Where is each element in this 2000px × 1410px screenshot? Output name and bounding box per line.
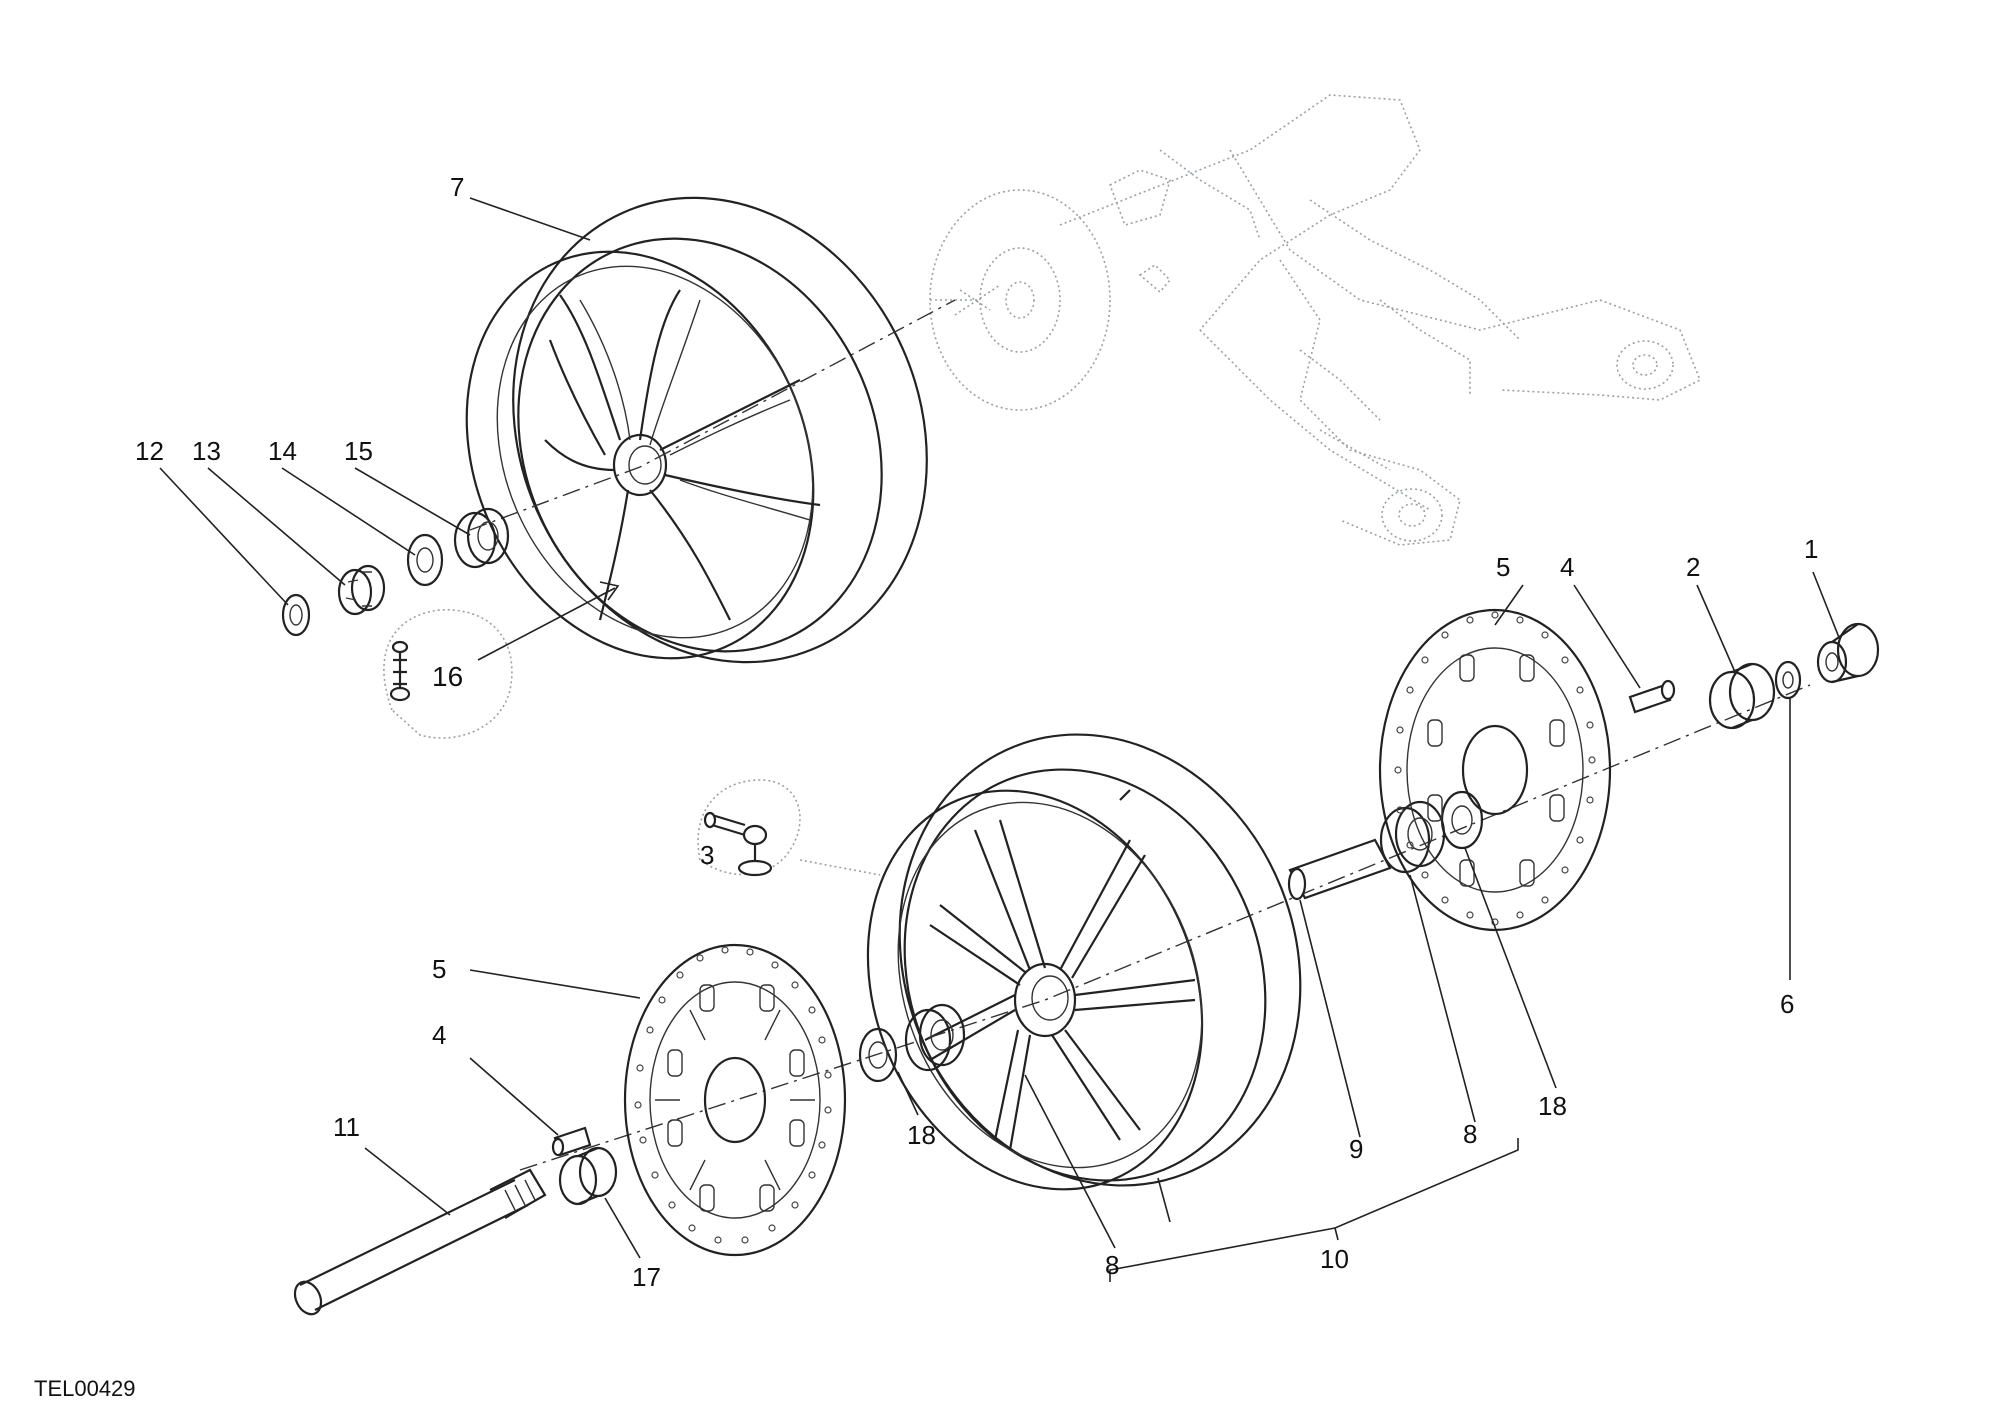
spacer-2 (1708, 662, 1776, 730)
leader-lines (159, 197, 1841, 1282)
callout-14: 14 (268, 436, 297, 466)
callout-16: 16 (432, 661, 463, 692)
spacer-17 (558, 1146, 618, 1206)
circlip-12 (281, 593, 311, 637)
drawing-code: TEL00429 (34, 1376, 136, 1401)
callout-1: 1 (1804, 534, 1818, 564)
washer-14 (406, 533, 444, 587)
bolt-4-upper (1628, 679, 1676, 714)
callout-5-bottom: 5 (432, 954, 446, 984)
callout-4-top: 4 (1560, 552, 1574, 582)
callout-18-right: 18 (1538, 1091, 1567, 1121)
callout-6: 6 (1780, 989, 1794, 1019)
callout-2: 2 (1686, 552, 1700, 582)
ghost-swingarm-assembly (929, 94, 1702, 546)
lower-wheel-rim (866, 733, 1302, 1191)
callout-labels: 7 12 13 14 15 16 5 4 2 1 6 3 5 4 11 17 1… (135, 172, 1818, 1292)
callout-8-bottom: 8 (1105, 1250, 1119, 1280)
spacer-9 (1287, 838, 1392, 901)
callout-13: 13 (192, 436, 221, 466)
washer-6 (1774, 660, 1802, 700)
callout-7: 7 (450, 172, 464, 202)
upper-axle-line (469, 299, 956, 531)
callout-17: 17 (632, 1262, 661, 1292)
brake-disc-5-lower (623, 943, 847, 1257)
callout-5-top: 5 (1496, 552, 1510, 582)
callout-9: 9 (1349, 1134, 1363, 1164)
callout-4-bottom: 4 (432, 1020, 446, 1050)
callout-12: 12 (135, 436, 164, 466)
callout-10: 10 (1320, 1244, 1349, 1274)
inset-valve-16 (383, 581, 620, 739)
callout-3: 3 (700, 840, 714, 870)
lower-axle-line (519, 684, 1811, 1171)
upper-wheel-rim (465, 196, 928, 664)
callout-8-right: 8 (1463, 1119, 1477, 1149)
axle-shaft-11 (293, 1168, 547, 1316)
seal-18-right (1440, 790, 1484, 850)
inset-valve-3 (697, 779, 881, 877)
callout-11: 11 (333, 1112, 360, 1142)
axle-nut-1 (1816, 622, 1880, 684)
callout-18-left: 18 (907, 1120, 936, 1150)
spacer-15 (453, 507, 510, 569)
brake-disc-5-upper (1378, 608, 1612, 932)
callout-15: 15 (344, 436, 373, 466)
nut-13 (337, 564, 386, 616)
bolt-4-lower (551, 1126, 592, 1157)
seal-and-bearing-lower-left (858, 1003, 966, 1083)
